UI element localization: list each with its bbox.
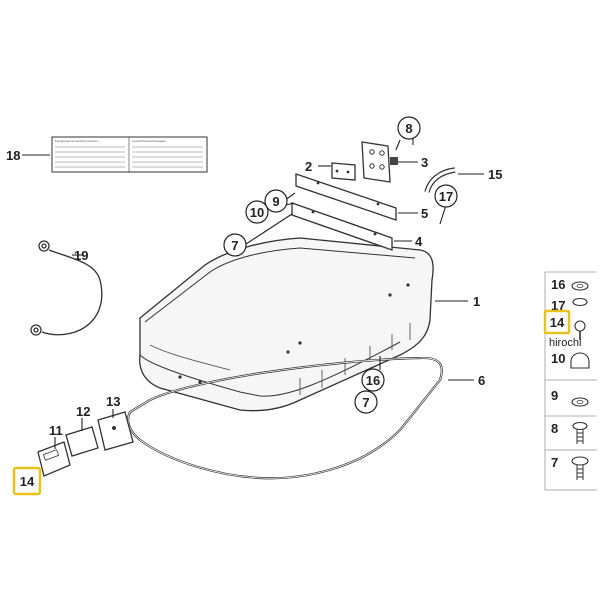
label-19: 19	[74, 248, 88, 263]
bolt-7-icon	[571, 456, 589, 466]
screw-14-icon	[574, 320, 586, 332]
mounting-strip-lower	[291, 202, 393, 251]
hinge-plate	[331, 162, 356, 181]
label-12: 12	[76, 404, 90, 419]
label-1: 1	[473, 294, 480, 309]
legend-9: 9	[551, 388, 558, 403]
callout-17: 17	[434, 184, 458, 208]
legend-16: 16	[551, 277, 565, 292]
highlight-14-left: 14	[12, 466, 42, 496]
callout-9: 9	[264, 189, 288, 213]
legend-14: 14	[550, 315, 565, 330]
svg-text:9: 9	[272, 194, 279, 209]
label-sheet-right-heading: Gewicht/Gewichtsangabe	[132, 139, 166, 143]
case-body	[139, 237, 434, 412]
legend-17: 17	[551, 298, 565, 313]
callout-10: 10	[245, 200, 269, 224]
callout-7-top: 7	[223, 233, 247, 257]
label-2: 2	[305, 159, 312, 174]
label-sheet-left-heading: Fertigungsnummer/Kennzeichen	[55, 139, 99, 143]
washer-17-icon	[572, 297, 588, 307]
callout-7-bottom: 7	[354, 390, 378, 414]
svg-text:14: 14	[20, 474, 35, 489]
label-5: 5	[421, 206, 428, 221]
label-6: 6	[478, 373, 485, 388]
svg-text:8: 8	[405, 121, 412, 136]
cap-nut-10-icon	[570, 352, 590, 369]
label-4: 4	[415, 234, 423, 249]
svg-text:7: 7	[231, 238, 238, 253]
plate-middle	[65, 426, 99, 457]
bolt-8-icon	[572, 421, 588, 431]
label-13: 13	[106, 394, 120, 409]
svg-text:16: 16	[366, 373, 380, 388]
label-18: 18	[6, 148, 20, 163]
label-11: 11	[49, 423, 63, 438]
bracket-13	[97, 411, 134, 451]
callout-8: 8	[397, 116, 421, 140]
label-sheet: Fertigungsnummer/Kennzeichen Gewicht/Gew…	[51, 136, 208, 173]
legend-8: 8	[551, 421, 558, 436]
ground-cable	[30, 240, 103, 336]
plate-large	[37, 441, 71, 477]
svg-text:10: 10	[250, 205, 264, 220]
hinge-block	[361, 141, 398, 183]
legend-10: 10	[551, 351, 565, 366]
svg-text:7: 7	[362, 395, 369, 410]
mounting-strip-upper	[295, 173, 397, 221]
seal-ring	[127, 356, 443, 480]
label-3: 3	[421, 155, 428, 170]
svg-text:17: 17	[439, 189, 453, 204]
watermark: hirochi	[549, 337, 581, 349]
hardware-legend: 16 17 14 hirochi 10 9 8 7	[543, 271, 597, 491]
legend-7: 7	[551, 455, 558, 470]
hose	[424, 167, 456, 193]
callout-16: 16	[361, 368, 385, 392]
label-15: 15	[488, 167, 502, 182]
